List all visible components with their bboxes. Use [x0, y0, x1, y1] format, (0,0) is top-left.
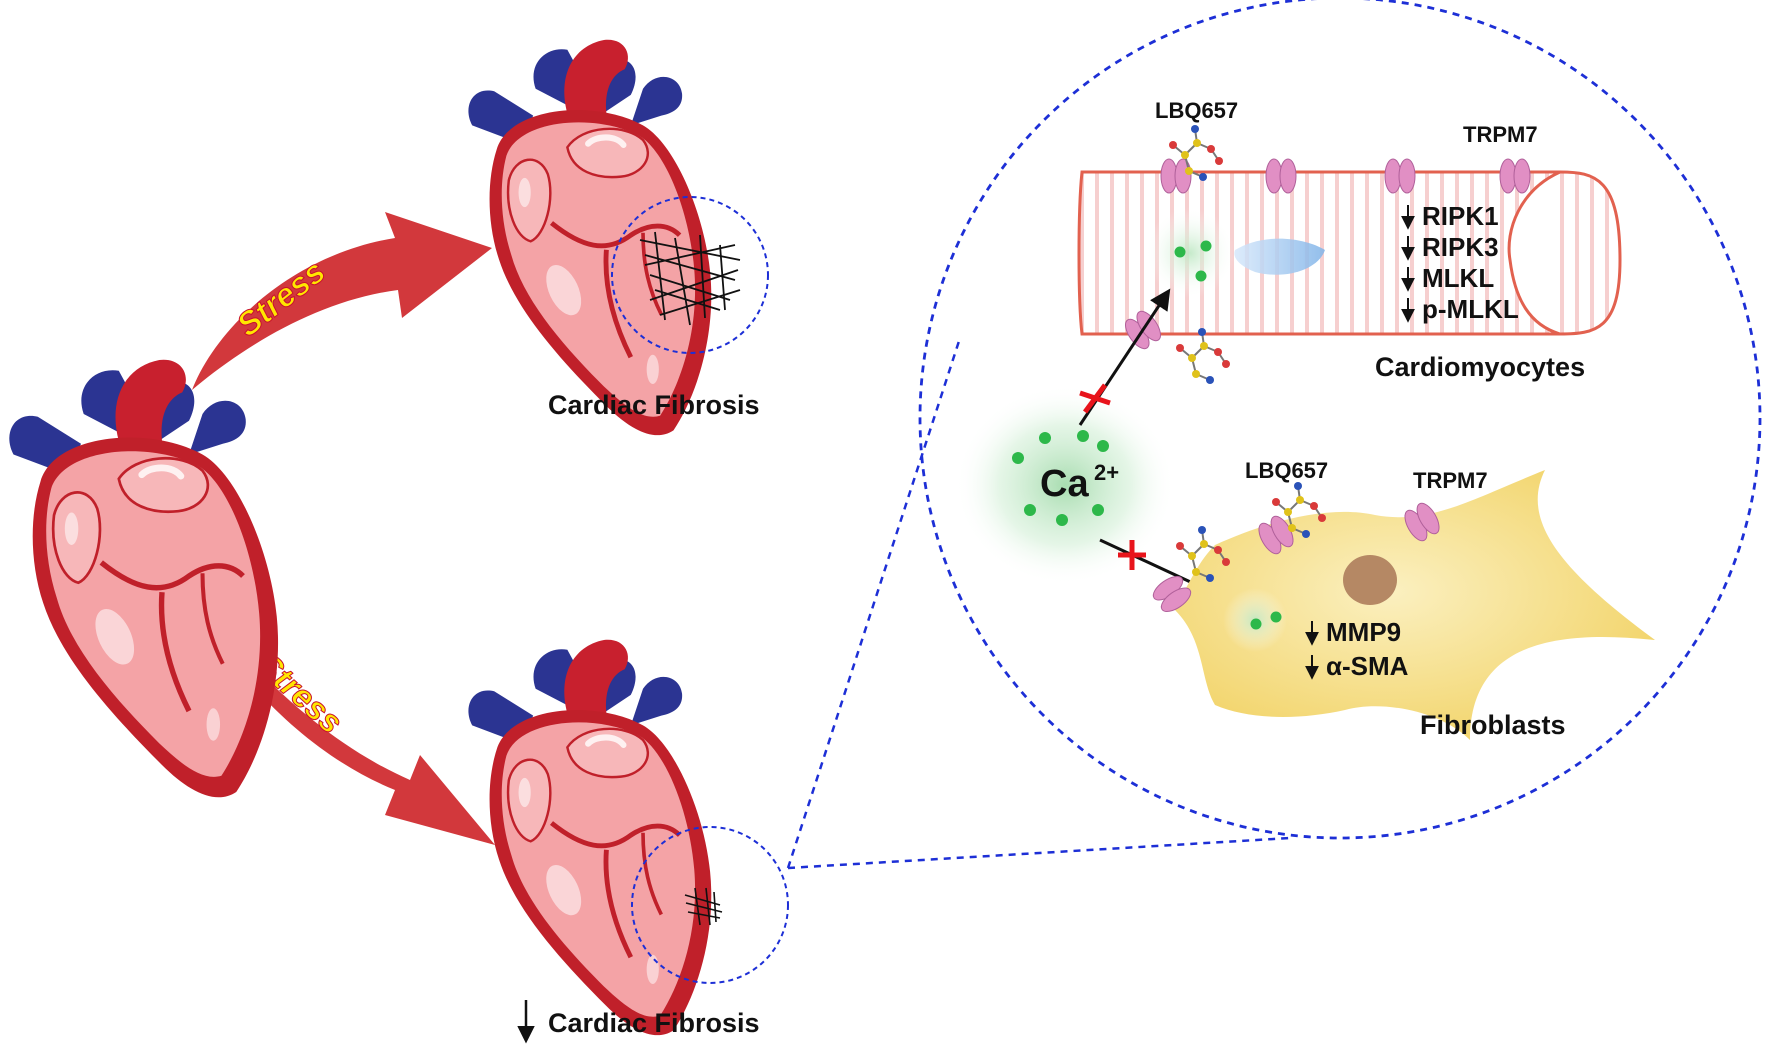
fibrosis-zoom-circle-top — [611, 196, 769, 354]
heart-fibrosis-icon — [468, 40, 711, 435]
calcium-label: Ca — [1040, 463, 1089, 505]
fibrosis-mesh-icon — [639, 231, 741, 326]
cardiac-fibrosis-label-top: Cardiac Fibrosis — [548, 390, 760, 420]
lbq657-label-top: LBQ657 — [1155, 98, 1238, 123]
lbq657-label-bottom: LBQ657 — [1245, 458, 1328, 483]
cardiomyocytes-label: Cardiomyocytes — [1375, 352, 1585, 382]
marker--sma: α-SMA — [1326, 651, 1409, 681]
marker-ripk1: RIPK1 — [1422, 201, 1499, 231]
calcium-charge-label: 2+ — [1094, 460, 1119, 485]
fibroblasts-label: Fibroblasts — [1420, 710, 1566, 740]
cardiac-fibrosis-label-bottom: Cardiac Fibrosis — [548, 1008, 760, 1038]
fibrosis-mesh-small-icon — [684, 887, 723, 926]
stress-arrow-down — [195, 600, 495, 845]
fibroblast-cell — [1175, 470, 1655, 740]
calcium-cloud — [955, 385, 1175, 585]
heart-treated-icon — [468, 640, 711, 1035]
marker-p-mlkl: p-MLKL — [1422, 294, 1519, 324]
marker-mmp9: MMP9 — [1326, 617, 1401, 647]
stress-arrow-up — [192, 212, 492, 390]
trpm7-label-bottom: TRPM7 — [1413, 468, 1488, 493]
marker-mlkl: MLKL — [1422, 263, 1494, 293]
trpm7-label-top: TRPM7 — [1463, 122, 1538, 147]
inhibition-cross-icon — [1079, 383, 1111, 414]
fibrosis-zoom-circle-bottom — [631, 826, 789, 984]
calcium-ion-dots — [1012, 430, 1109, 526]
fibroblast-marker-list: MMP9 α-SMA — [1305, 617, 1409, 681]
zoom-connector-line — [787, 836, 1291, 870]
lbq657-molecule-icon — [1175, 327, 1231, 385]
cardiomyocyte-cell — [1077, 170, 1622, 336]
marker-ripk3: RIPK3 — [1422, 232, 1499, 262]
heart-healthy-icon — [9, 360, 278, 798]
zoom-connector-line — [786, 337, 962, 869]
inhibition-cross-icon — [1118, 540, 1146, 570]
zoom-detail-circle — [918, 0, 1762, 840]
